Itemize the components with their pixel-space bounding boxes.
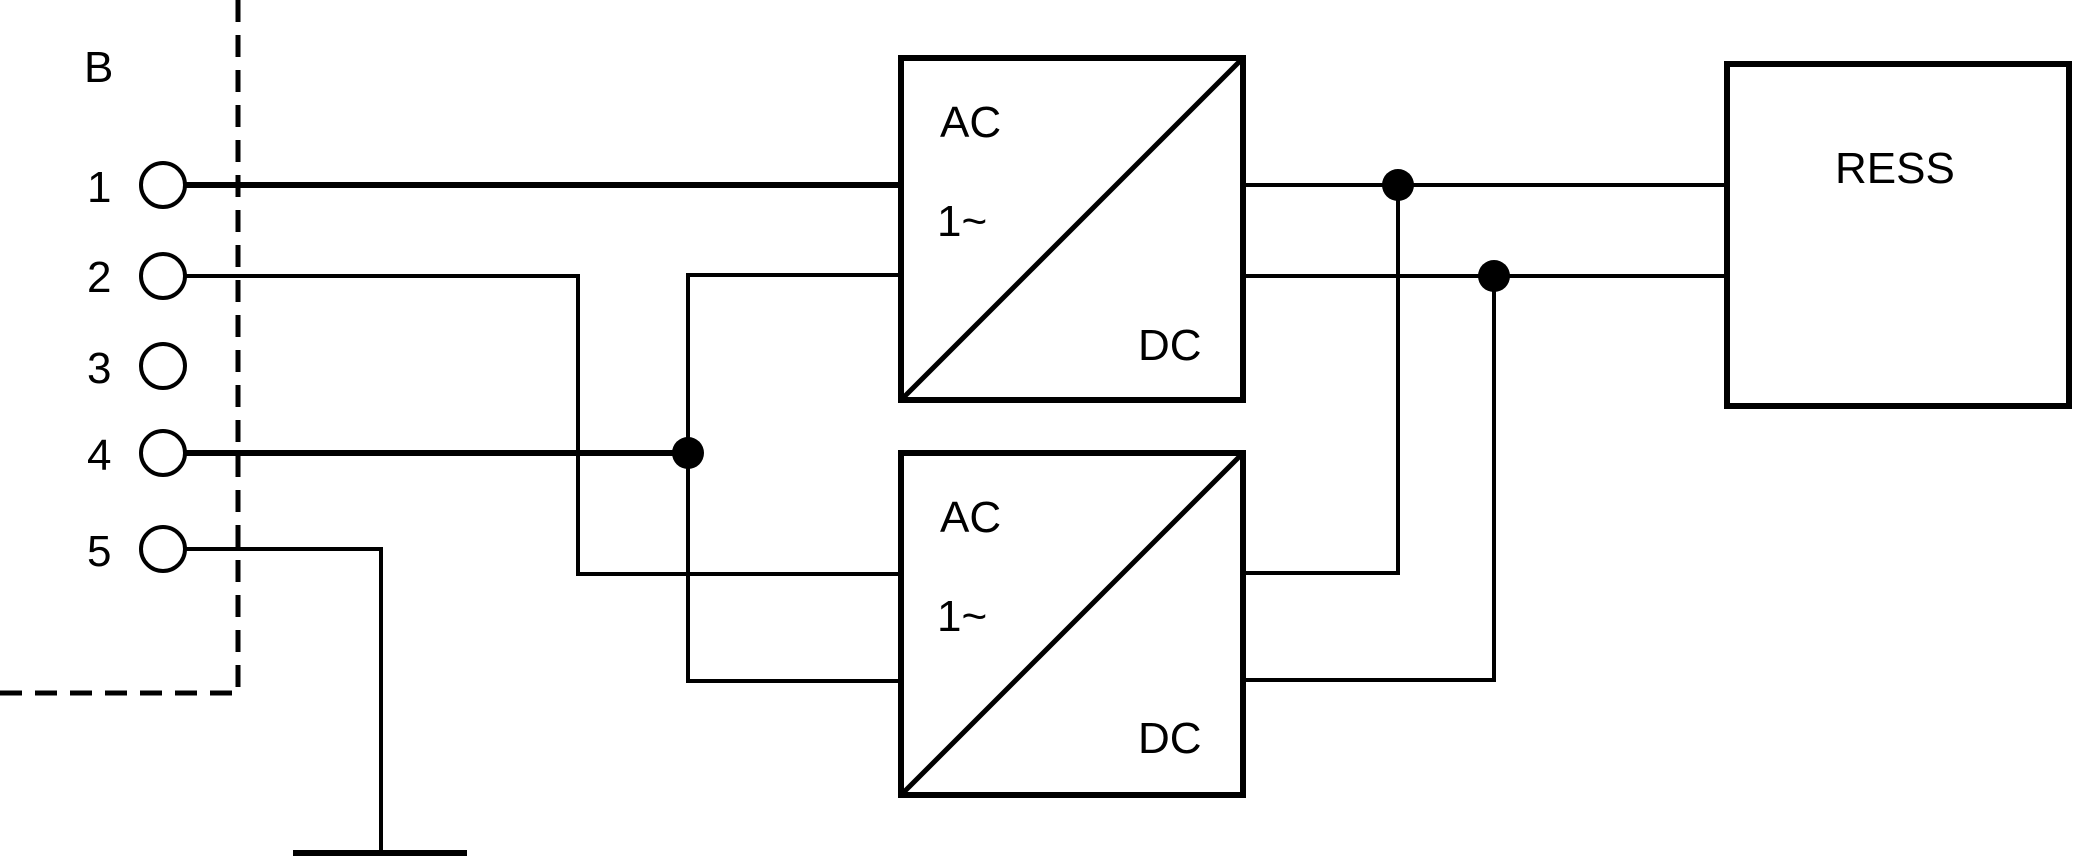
terminal-4-circle — [139, 429, 187, 477]
converter-1-input-label: AC — [940, 98, 1001, 147]
terminal-2-circle — [139, 252, 187, 300]
region-label: B — [84, 43, 113, 92]
converter-2-phase-label: 1~ — [937, 592, 987, 641]
wire-converter-2-negative — [1243, 276, 1496, 682]
junction-dot-neutral — [672, 437, 704, 469]
converter-2-input-label: AC — [940, 493, 1001, 542]
converter-1: AC 1~ DC — [898, 55, 1246, 403]
terminal-1-circle — [139, 161, 187, 209]
converter-2-output-label: DC — [1138, 714, 1202, 763]
converter-1-phase-label: 1~ — [937, 197, 987, 246]
wire-converter-2-positive — [1243, 185, 1400, 575]
wire-neutral-bus — [686, 273, 900, 683]
connector-boundary — [0, 0, 241, 696]
wires — [186, 182, 1726, 856]
ress-label: RESS — [1835, 144, 1955, 193]
terminal-5-circle — [139, 525, 187, 573]
ress-box: RESS — [1724, 61, 2072, 409]
terminal-4-label: 4 — [87, 431, 111, 480]
junctions — [672, 169, 1510, 469]
terminal-1-label: 1 — [87, 163, 111, 212]
wire-terminal-5 — [186, 547, 383, 850]
terminals — [139, 161, 187, 573]
converter-2: AC 1~ DC — [898, 450, 1246, 798]
wire-terminal-2 — [186, 274, 900, 576]
terminal-3-label: 3 — [87, 344, 111, 393]
junction-dot-positive — [1382, 169, 1414, 201]
terminal-2-label: 2 — [87, 253, 111, 302]
terminal-3-circle — [139, 342, 187, 390]
junction-dot-negative — [1478, 260, 1510, 292]
converter-1-output-label: DC — [1138, 321, 1202, 370]
terminal-5-label: 5 — [87, 527, 111, 576]
